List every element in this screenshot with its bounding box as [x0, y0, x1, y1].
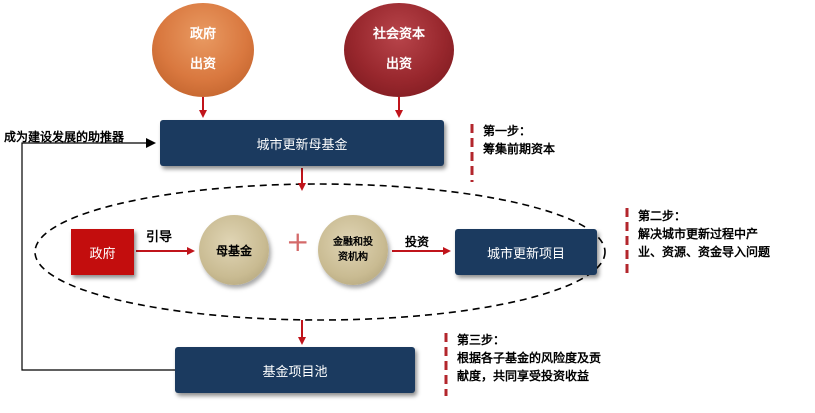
mother-fund-box-label: 城市更新母基金 [256, 137, 348, 153]
social-capital-circle: 社会资本 出资 [344, 3, 454, 97]
social-capital-line1: 社会资本 [372, 27, 425, 42]
step-1-line1: 筹集前期资本 [483, 142, 556, 156]
urban-renewal-mother-fund-box: 城市更新母基金 [160, 120, 444, 166]
project-box-label: 城市更新项目 [486, 246, 565, 262]
step-3-line1: 根据各子基金的风险度及贡 [457, 351, 602, 365]
pool-box-label: 基金项目池 [262, 364, 328, 380]
government-funding-circle: 政府 出资 [152, 3, 254, 97]
step-3-note: 第三步： 根据各子基金的风险度及贡 献度，共同享受投资收益 [457, 331, 601, 385]
social-capital-line2: 出资 [385, 57, 412, 72]
mother-fund-circle: 母基金 [199, 215, 269, 285]
government-funding-line1: 政府 [189, 27, 216, 42]
feedback-label: 成为建设发展的助推器 [4, 130, 125, 144]
mother-fund-circle-label: 母基金 [215, 243, 252, 258]
step-2-note: 第二步： 解决城市更新过程中产 业、资源、资金导入问题 [638, 207, 770, 261]
government-box-label: 政府 [89, 246, 116, 262]
guide-label: 引导 [146, 230, 173, 245]
government-box: 政府 [71, 229, 134, 275]
feedback-loop-line [21, 138, 175, 371]
step-1-title: 第一步： [483, 124, 532, 138]
step-2-line1: 解决城市更新过程中产 [638, 227, 759, 241]
step-2-title: 第二步： [638, 209, 687, 223]
plus-sign: + [286, 225, 310, 258]
financial-circle-line2: 资机构 [338, 252, 368, 263]
financial-institution-circle: 金融和投 资机构 [318, 215, 388, 285]
step-1-note: 第一步： 筹集前期资本 [483, 122, 555, 158]
fund-project-pool-box: 基金项目池 [175, 347, 415, 393]
government-funding-line2: 出资 [189, 57, 216, 72]
step-2-line2: 业、资源、资金导入问题 [638, 245, 771, 259]
financial-circle-line1: 金融和投 [333, 237, 373, 248]
invest-label: 投资 [405, 235, 430, 249]
ecosystem-ellipse [34, 183, 606, 321]
step-3-title: 第三步： [457, 333, 506, 347]
step-3-line2: 献度，共同享受投资收益 [457, 369, 590, 383]
urban-renewal-project-box: 城市更新项目 [455, 229, 597, 275]
